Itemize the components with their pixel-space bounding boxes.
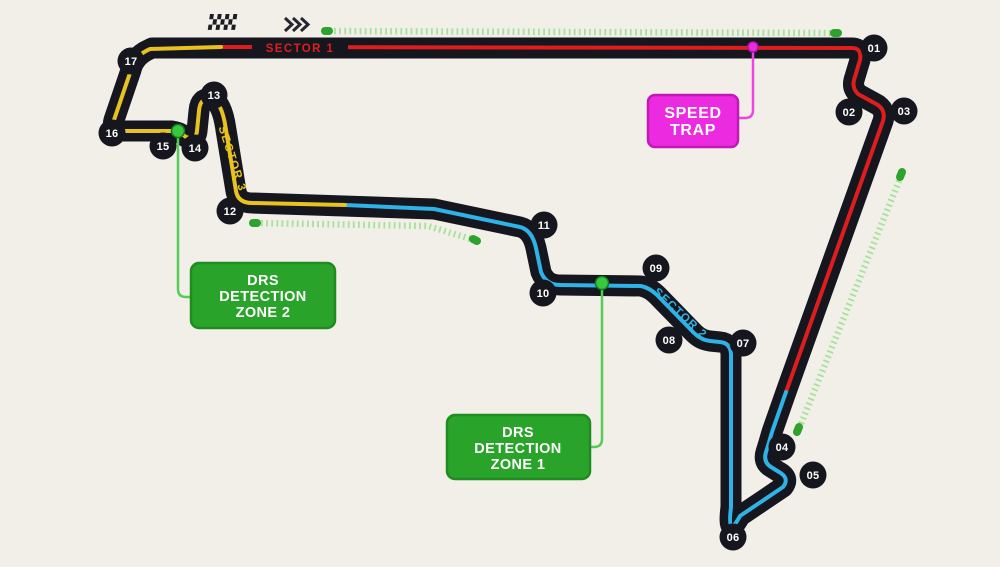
svg-text:DETECTION: DETECTION xyxy=(474,441,561,457)
speed-trap-box xyxy=(646,93,740,149)
turn-marker-14: 14 xyxy=(181,134,209,162)
svg-text:16: 16 xyxy=(106,128,119,140)
svg-text:02: 02 xyxy=(843,107,856,119)
turn-markers: 01 02 03 04 05 06 07 08 09 10 11 12 13 1… xyxy=(98,34,918,551)
speed-trap-label: SPEED TRAP xyxy=(646,93,740,149)
sector-2-line xyxy=(343,203,788,528)
drs-detection-1-connector xyxy=(589,290,604,449)
svg-text:15: 15 xyxy=(157,141,170,153)
svg-text:05: 05 xyxy=(807,470,820,482)
svg-text:14: 14 xyxy=(189,143,202,155)
turn-marker-04: 04 xyxy=(768,433,796,461)
turn-marker-06: 06 xyxy=(719,523,747,551)
sector-1-label: SECTOR 1 xyxy=(266,43,335,55)
speed-trap-connector xyxy=(738,52,755,120)
svg-text:DRS: DRS xyxy=(247,273,279,289)
turn-marker-05: 05 xyxy=(799,461,827,489)
turn-marker-13: 13 xyxy=(200,81,228,109)
speed-trap-dot xyxy=(747,41,759,53)
race-direction-chevrons-icon xyxy=(283,16,311,33)
svg-text:12: 12 xyxy=(224,206,237,218)
svg-text:DRS: DRS xyxy=(502,425,534,441)
svg-text:08: 08 xyxy=(663,335,676,347)
drs-detection-dot-1 xyxy=(594,275,610,291)
svg-text:06: 06 xyxy=(727,532,740,544)
svg-text:ZONE 1: ZONE 1 xyxy=(491,457,546,473)
turn-marker-12: 12 xyxy=(216,197,244,225)
drs-detection-2-connector xyxy=(176,138,191,299)
turn-marker-01: 01 xyxy=(860,34,888,62)
turn-marker-08: 08 xyxy=(655,326,683,354)
drs-detection-zone-1-label: DRS DETECTION ZONE 1 xyxy=(445,413,592,481)
drs-zone-dotted-stadium-straight xyxy=(255,219,475,244)
svg-text:SPEED: SPEED xyxy=(664,105,721,122)
svg-text:10: 10 xyxy=(537,288,550,300)
turn-marker-16: 16 xyxy=(98,119,126,147)
turn-marker-03: 03 xyxy=(890,97,918,125)
svg-text:DETECTION: DETECTION xyxy=(219,289,306,305)
drs-cap xyxy=(896,168,906,181)
drs-cap xyxy=(793,423,803,436)
drs-zone-2-box xyxy=(189,261,337,330)
svg-text:03: 03 xyxy=(898,106,911,118)
drs-detection-dot-2 xyxy=(170,123,186,139)
turn-marker-09: 09 xyxy=(642,254,670,282)
drs-zone-dotted-lines xyxy=(255,27,905,431)
svg-text:04: 04 xyxy=(776,442,789,454)
sector-1-line xyxy=(219,45,886,394)
drs-zone-1-box xyxy=(445,413,592,481)
svg-text:TRAP: TRAP xyxy=(670,122,716,139)
svg-text:07: 07 xyxy=(737,338,750,350)
turn-marker-15: 15 xyxy=(149,132,177,160)
svg-text:09: 09 xyxy=(650,263,663,275)
turn-marker-11: 11 xyxy=(530,211,558,239)
svg-text:13: 13 xyxy=(208,90,221,102)
svg-text:11: 11 xyxy=(538,220,550,232)
turn-marker-17: 17 xyxy=(117,47,145,75)
svg-text:17: 17 xyxy=(125,56,138,68)
drs-detection-zone-2-label: DRS DETECTION ZONE 2 xyxy=(189,261,337,330)
turn-marker-02: 02 xyxy=(835,98,863,126)
turn-marker-10: 10 xyxy=(529,279,557,307)
drs-cap xyxy=(469,235,481,245)
turn-marker-07: 07 xyxy=(729,329,757,357)
svg-text:ZONE 2: ZONE 2 xyxy=(236,305,291,321)
drs-zone-end-caps xyxy=(249,27,906,436)
svg-text:01: 01 xyxy=(868,43,881,55)
sector-1-label-backplate xyxy=(252,40,348,56)
checkered-flag-icon xyxy=(207,14,238,30)
